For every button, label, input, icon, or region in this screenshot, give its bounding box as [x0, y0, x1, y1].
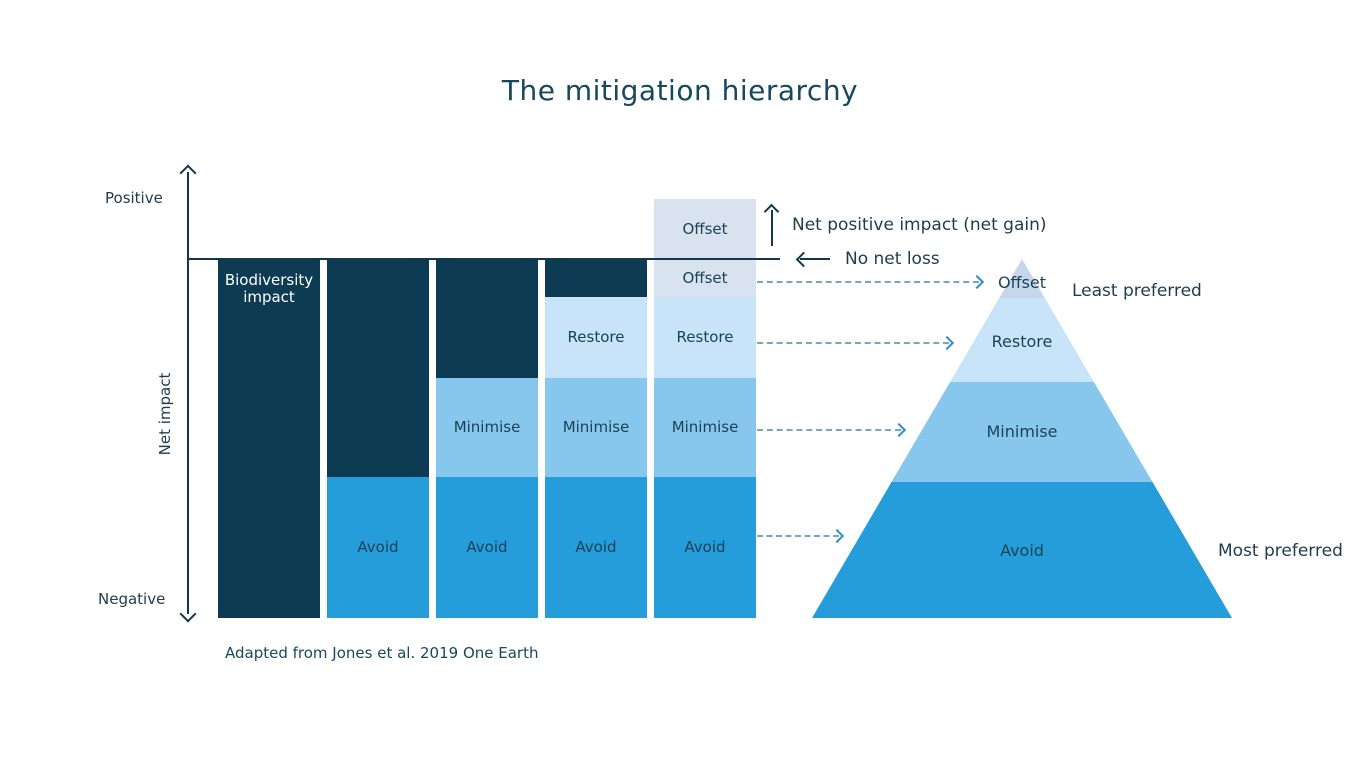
axis-positive-label: Positive [105, 189, 163, 207]
segment-label: Avoid [466, 537, 508, 556]
bar-5-offset: Offset Offset Restore Minimise Avoid [654, 199, 756, 618]
segment-offset-net-gain: Offset [654, 199, 756, 260]
segment-avoid: Avoid [436, 477, 538, 618]
arrow-minimise-to-pyramid [757, 422, 907, 438]
arrow-right-icon [939, 335, 955, 351]
no-net-loss-arrow-left-icon [795, 251, 812, 268]
least-preferred-label: Least preferred [1072, 281, 1202, 301]
segment-impact [327, 260, 429, 477]
pyramid-offset-label: Offset [997, 273, 1047, 292]
segment-label: Restore [676, 327, 734, 346]
no-net-loss-label: No net loss [845, 249, 940, 269]
segment-impact [436, 260, 538, 378]
segment-restore: Restore [545, 297, 647, 378]
net-gain-label: Net positive impact (net gain) [792, 215, 1047, 235]
arrow-right-icon [969, 274, 985, 290]
page-title: The mitigation hierarchy [501, 74, 859, 107]
axis-arrow-down-icon [179, 605, 197, 623]
arrow-right-icon [829, 528, 845, 544]
no-net-loss-line [188, 258, 780, 260]
bar-2-avoid: Avoid [327, 260, 429, 618]
arrow-offset-to-pyramid [757, 274, 985, 290]
segment-label: Minimise [453, 417, 521, 436]
segment-minimise: Minimise [436, 378, 538, 477]
segment-biodiversity-impact: Biodiversity impact [218, 260, 320, 618]
most-preferred-label: Most preferred [1218, 541, 1343, 561]
arrow-right-icon [891, 422, 907, 438]
segment-label: Minimise [562, 417, 630, 436]
segment-avoid: Avoid [545, 477, 647, 618]
arrow-restore-to-pyramid [757, 335, 955, 351]
segment-label: Avoid [684, 537, 726, 556]
axis-arrow-up-icon [179, 164, 197, 182]
net-gain-arrow [771, 210, 773, 246]
pyramid-restore-label: Restore [991, 332, 1053, 351]
segment-offset: Offset [654, 260, 756, 297]
pyramid-avoid-label: Avoid [1000, 541, 1044, 560]
segment-label: Avoid [575, 537, 617, 556]
segment-label: Biodiversity impact [224, 271, 314, 307]
arrow-avoid-to-pyramid [757, 528, 845, 544]
net-gain-arrow-up-icon [763, 203, 780, 220]
segment-label: Avoid [357, 537, 399, 556]
segment-label: Minimise [671, 417, 739, 436]
segment-label: Restore [567, 327, 625, 346]
segment-label: Offset [682, 268, 728, 287]
source-caption: Adapted from Jones et al. 2019 One Earth [225, 644, 539, 662]
segment-restore: Restore [654, 297, 756, 378]
segment-minimise: Minimise [545, 378, 647, 477]
segment-minimise: Minimise [654, 378, 756, 477]
bar-3-minimise: Minimise Avoid [436, 260, 538, 618]
segment-avoid: Avoid [654, 477, 756, 618]
segment-label: Offset [682, 219, 728, 238]
no-net-loss-arrow [800, 258, 830, 260]
segment-avoid: Avoid [327, 477, 429, 618]
net-impact-axis [187, 172, 189, 614]
axis-net-impact-label: Net impact [156, 372, 174, 456]
bar-1-biodiversity-impact: Biodiversity impact [218, 260, 320, 618]
pyramid-minimise-label: Minimise [986, 422, 1058, 441]
axis-negative-label: Negative [98, 590, 166, 608]
segment-impact [545, 260, 647, 297]
bar-4-restore: Restore Minimise Avoid [545, 260, 647, 618]
